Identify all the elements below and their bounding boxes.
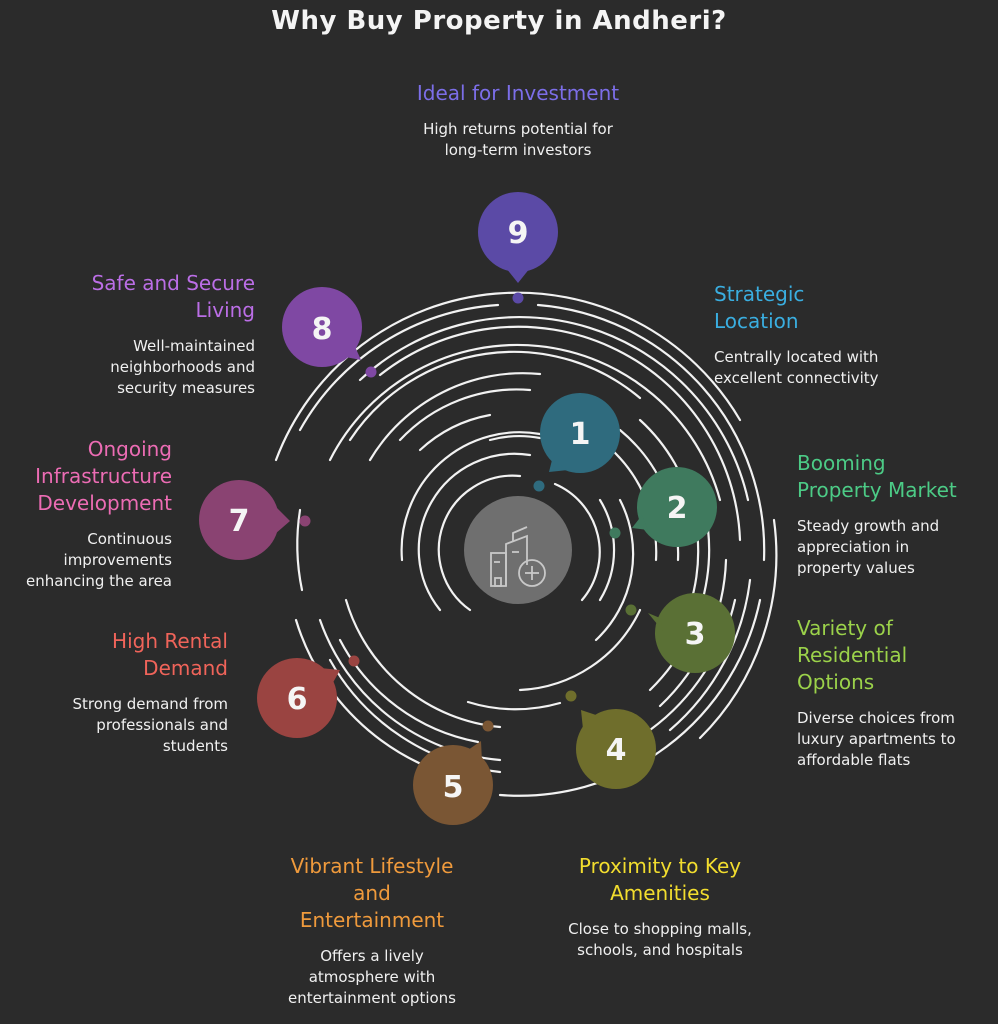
bubble-number-9: 9 [508,216,529,251]
bubble-number-7: 7 [229,504,250,539]
orbit-ring [498,598,762,797]
bubble-6[interactable]: 6 [257,655,360,739]
bubble-number-8: 8 [312,312,333,347]
orbit-ring [400,431,542,562]
orbit-ring [594,498,635,642]
orbit-ring [298,303,500,432]
bubble-2[interactable]: 2 [609,467,718,547]
orbit-ring [698,518,778,740]
orbit-ring [668,578,752,732]
bubble-5[interactable]: 5 [413,720,494,826]
orbit-ring [437,474,522,612]
center-hub [464,496,572,604]
orbit-ring [368,372,542,462]
orbit-ring [418,413,492,452]
bubble-number-6: 6 [287,682,308,717]
item-heading: Ideal for Investment [416,81,620,105]
orbit-ring [328,343,722,502]
orbit-ring [417,452,532,612]
orbit-ring [378,325,742,542]
orbit-ring [318,618,502,762]
orbit-ring [358,315,750,502]
bubble-4[interactable]: 4 [565,690,657,790]
bubble-number-1: 1 [570,417,591,452]
orbit-ring [553,482,601,602]
orbit-ring [466,700,562,711]
bubble-number-5: 5 [443,770,464,805]
bubble-8[interactable]: 8 [282,287,377,378]
orbit-ring [296,508,304,592]
bubble-3[interactable]: 3 [625,593,736,673]
bubble-number-4: 4 [606,733,627,768]
buildings-plus-icon [490,526,546,587]
page-title: Why Buy Property in Andheri? [271,6,727,36]
orbit-ring [488,435,542,442]
bubble-number-3: 3 [685,617,706,652]
orbit-ring [536,303,766,562]
bubble-7[interactable]: 7 [199,480,311,560]
item-description: Close to shopping malls,schools, and hos… [568,920,752,959]
orbit-ring [344,598,502,729]
bubble-number-2: 2 [667,491,688,526]
orbit-ring [518,608,642,692]
bubble-1[interactable]: 1 [533,393,621,492]
orbit-ring [348,350,642,442]
orbit-ring [398,388,532,442]
orbit-ring [274,291,742,462]
orbit-ring [598,498,616,602]
bubble-9[interactable]: 9 [478,192,558,304]
item-ideal-for-investment: Ideal for Investment High returns potent… [368,80,668,161]
